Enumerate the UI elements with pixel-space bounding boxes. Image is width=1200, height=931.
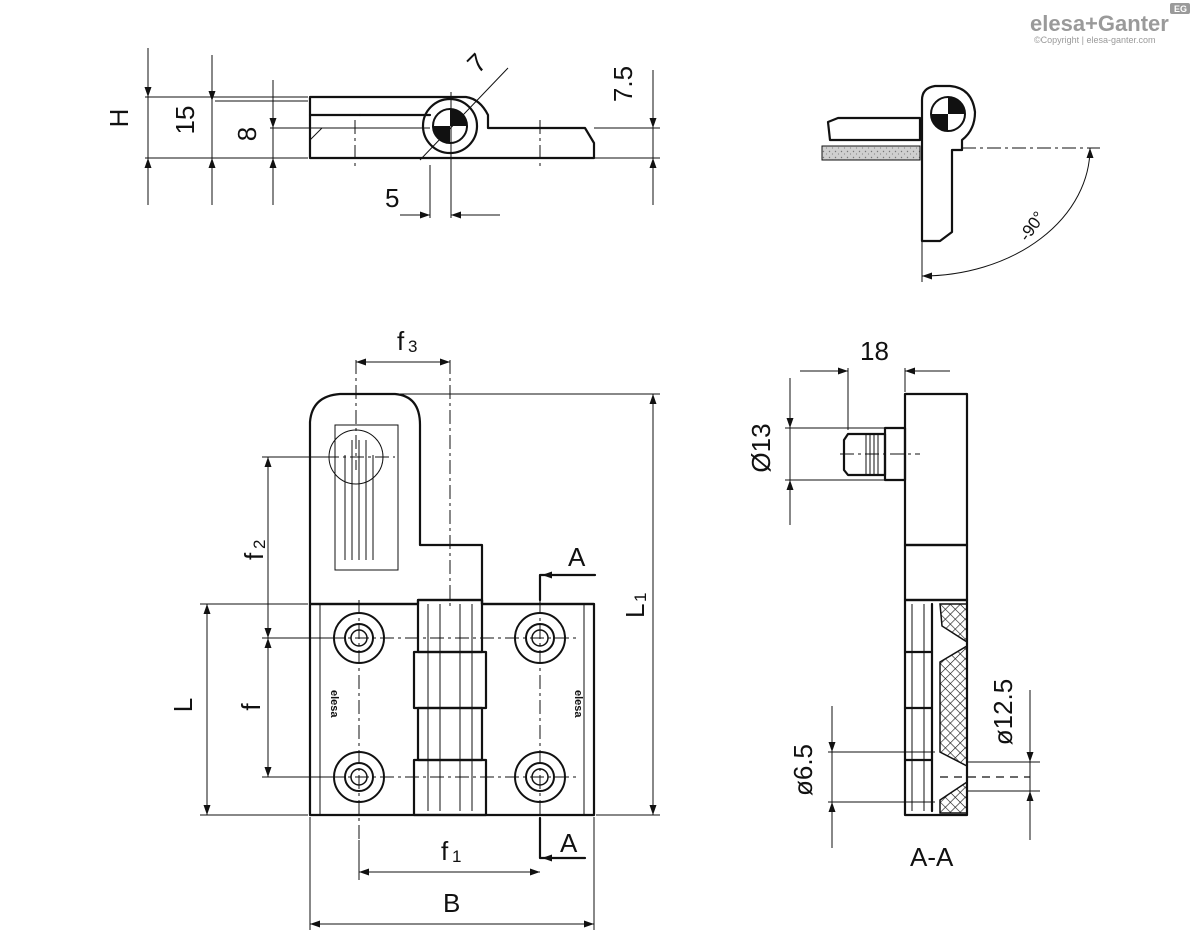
mounting-surface xyxy=(821,145,921,161)
top-profile-view: 7 H 15 8 5 7.5 xyxy=(104,47,660,219)
section-mark-top: A xyxy=(568,542,586,572)
logo-mark-right: elesa xyxy=(572,690,584,718)
rotation-view: -90° xyxy=(821,84,1100,282)
brand-badge-icon xyxy=(1170,3,1190,14)
front-view: elesa elesa f 3 f 2 xyxy=(168,326,660,930)
dim-L: L xyxy=(168,698,198,712)
dim-15: 15 xyxy=(170,106,200,135)
profile-outline xyxy=(308,95,596,160)
knuckle-segments xyxy=(412,598,488,817)
angle-label: -90° xyxy=(1015,208,1049,245)
dim-f2-sub: 2 xyxy=(250,540,269,549)
dim-L1-sub: 1 xyxy=(631,593,650,602)
side-knuckle xyxy=(903,543,969,602)
dim-d13: Ø13 xyxy=(746,423,776,472)
side-upper-leaf xyxy=(903,392,969,547)
dim-d12-5: ø12.5 xyxy=(988,679,1018,746)
section-body xyxy=(903,598,969,817)
dim-radius-7: 7 xyxy=(461,47,492,78)
dim-f1: f xyxy=(441,836,449,866)
dim-H: H xyxy=(104,109,134,128)
section-mark-bottom: A xyxy=(560,828,578,858)
brand-logo: elesa+Ganter ©Copyright | elesa-ganter.c… xyxy=(1030,3,1190,45)
pivot-knuckle xyxy=(421,97,479,155)
dim-L1: L xyxy=(620,604,650,618)
dim-d6-5: ø6.5 xyxy=(788,744,818,796)
side-view: 18 Ø13 ø6.5 ø12.5 A-A xyxy=(746,336,1040,872)
dim-f3: f xyxy=(397,326,405,356)
section-label: A-A xyxy=(910,842,954,872)
brand-badge-text: EG xyxy=(1174,4,1187,14)
dim-f3-sub: 3 xyxy=(408,337,417,356)
brand-name: elesa+Ganter xyxy=(1030,11,1169,36)
dim-f: f xyxy=(236,703,266,711)
dim-7-5: 7.5 xyxy=(608,66,638,102)
dim-f1-sub: 1 xyxy=(452,847,461,866)
dim-8: 8 xyxy=(232,127,262,141)
dim-B: B xyxy=(443,888,460,918)
dim-18: 18 xyxy=(860,336,889,366)
logo-mark-left: elesa xyxy=(328,690,340,718)
rotated-leaf xyxy=(920,84,977,243)
dim-5: 5 xyxy=(385,183,399,213)
upper-leaf-outline xyxy=(308,392,484,606)
dim-f2: f xyxy=(239,552,269,560)
brand-copyright: ©Copyright | elesa-ganter.com xyxy=(1034,35,1156,45)
upper-leaf-recess xyxy=(334,424,399,571)
